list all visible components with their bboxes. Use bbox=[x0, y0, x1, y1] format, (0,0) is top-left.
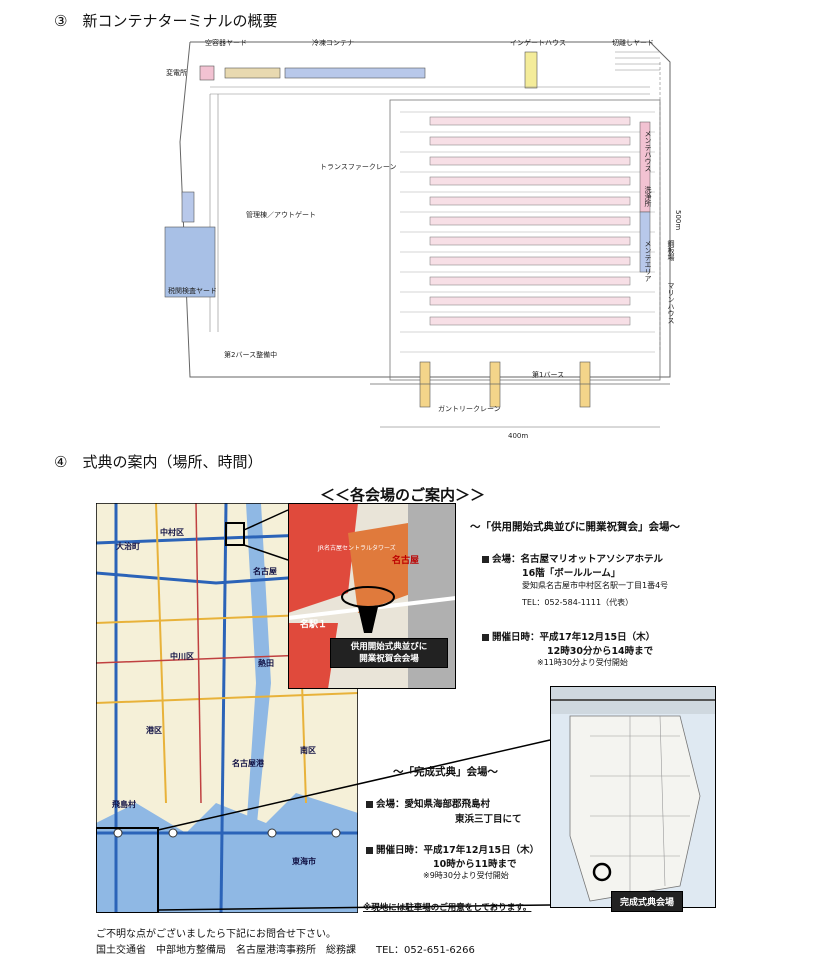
terminal-layout-diagram bbox=[164, 41, 671, 428]
bullet-square-icon bbox=[366, 847, 373, 854]
venue1-floor: 16階「ボールルーム」 bbox=[522, 568, 621, 579]
venue-guide-title: ＜＜各会場のご案内＞＞ bbox=[320, 486, 486, 504]
map-label-oharu: 大治町 bbox=[116, 542, 140, 551]
label-customs-yard: 税関検査ヤード bbox=[168, 287, 217, 295]
callout-opening-venue: 供用開始式典並びに 開業祝賀会会場 bbox=[330, 638, 448, 668]
venue2-place: 会場：愛知県海部郡飛島村 bbox=[366, 796, 490, 810]
map-label-minato: 港区 bbox=[146, 726, 162, 735]
venue1-place: 会場：名古屋マリオットアソシアホテル bbox=[482, 551, 663, 565]
label-height: 500m bbox=[674, 210, 682, 231]
label-maintenance-house: メンテハウス bbox=[644, 130, 652, 172]
label-yard-strip: 鋼板場 bbox=[667, 240, 675, 261]
bullet-square-icon bbox=[482, 556, 489, 563]
map-label-nagoya-port: 名古屋港 bbox=[232, 759, 264, 768]
label-wash: 洗浄所 bbox=[644, 186, 652, 207]
label-cut-yard: 切離しヤード bbox=[612, 39, 654, 47]
bullet-square-icon bbox=[482, 634, 489, 641]
inset-label-meieki: 名駅１ bbox=[300, 620, 328, 630]
label-berth1: 第1バース bbox=[532, 371, 565, 379]
footer-inquiry: ご不明な点がございましたら下記にお問合せ下さい。 bbox=[96, 929, 336, 940]
section3-heading: ③ 新コンテナターミナルの概要 bbox=[54, 12, 278, 30]
label-marine-house: マリンハウス bbox=[667, 282, 675, 324]
map-label-atsuta: 熱田 bbox=[258, 659, 274, 668]
venue2-time: 10時から11時まで bbox=[433, 859, 517, 870]
label-reefer: 冷凍コンテナ bbox=[312, 39, 354, 47]
label-berth2: 第2バース整備中 bbox=[224, 351, 278, 359]
venue1-address: 愛知県名古屋市中村区名駅一丁目1番4号 bbox=[522, 581, 669, 590]
label-ingate: インゲートハウス bbox=[510, 39, 566, 47]
inset-label-nagoya: 名古屋 bbox=[392, 556, 420, 566]
map-label-tokai: 東海市 bbox=[292, 857, 316, 866]
venue2-place-sub: 東浜三丁目にて bbox=[455, 814, 522, 825]
label-gantry: ガントリークレーン bbox=[438, 405, 501, 413]
label-admin-outgate: 管理棟／アウトゲート bbox=[246, 211, 316, 219]
bullet-square-icon bbox=[366, 801, 373, 808]
map-label-nakagawa: 中川区 bbox=[170, 652, 194, 661]
venue1-tel: TEL：052-584-1111（代表） bbox=[522, 598, 634, 607]
inset-label-towers: JR名古屋セントラルタワーズ bbox=[318, 545, 396, 552]
label-transfer-crane: トランスファークレーン bbox=[320, 163, 397, 171]
label-empty-yard: 空容器ヤード bbox=[205, 39, 247, 47]
map-label-tobishima: 飛島村 bbox=[112, 800, 136, 809]
venue2-date: 開催日時：平成17年12月15日（木） bbox=[366, 842, 539, 856]
venue2-reception: ※9時30分より受付開始 bbox=[423, 871, 509, 880]
venue2-title: ～「完成式典」会場～ bbox=[393, 766, 498, 778]
venue2-parking-note: ※現地には駐車場のご用意をしております。 bbox=[363, 903, 532, 913]
venue1-date: 開催日時：平成17年12月15日（木） bbox=[482, 629, 655, 643]
label-maintenance-area: メンテエリア bbox=[644, 240, 652, 282]
label-width: 400m bbox=[508, 432, 529, 440]
map-label-nagoya: 名古屋 bbox=[253, 567, 277, 576]
callout-completion-venue: 完成式典会場 bbox=[611, 891, 684, 912]
map-label-minami: 南区 bbox=[300, 746, 316, 755]
section4-heading: ④ 式典の案内（場所、時間） bbox=[54, 453, 263, 471]
venue1-title: ～「供用開始式典並びに開業祝賀会」会場～ bbox=[470, 521, 680, 533]
tobishima-inset-map bbox=[550, 686, 716, 908]
label-substation: 変電所 bbox=[166, 69, 187, 77]
map-label-nakamura: 中村区 bbox=[160, 528, 184, 537]
venue1-time: 12時30分から14時まで bbox=[547, 646, 654, 657]
footer-contact: 国土交通省 中部地方整備局 名古屋港湾事務所 総務課 TEL：052-651-6… bbox=[96, 945, 475, 956]
venue1-reception: ※11時30分より受付開始 bbox=[537, 658, 628, 667]
